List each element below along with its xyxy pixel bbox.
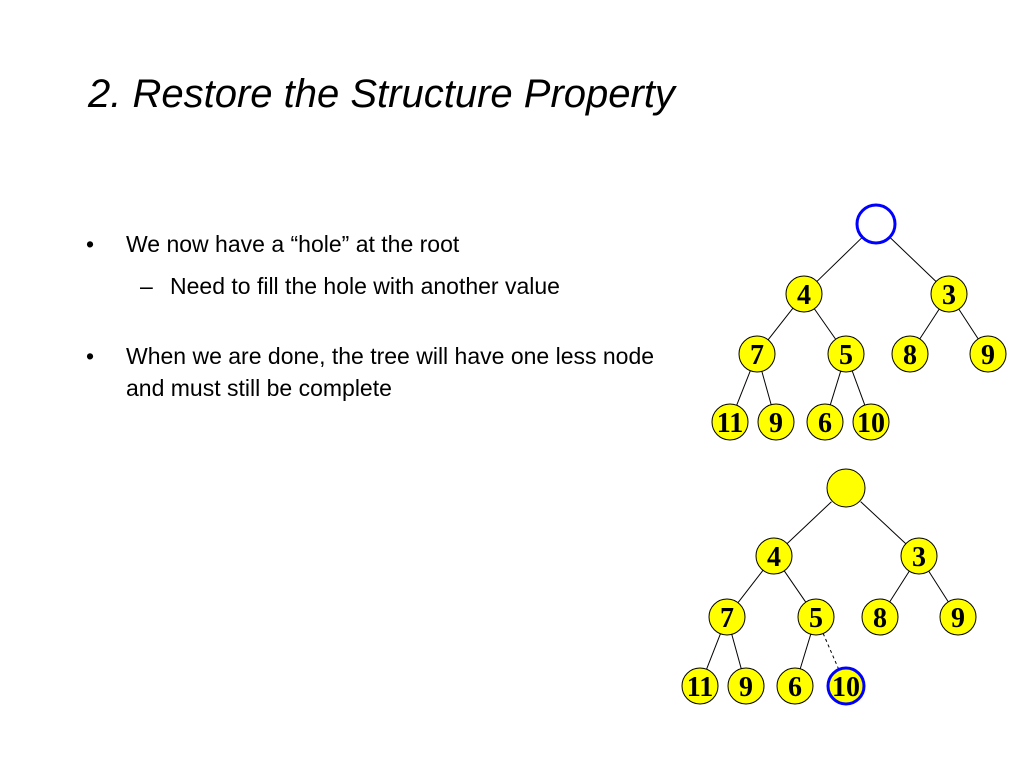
tree-edge: [737, 569, 764, 604]
tree-node: [891, 335, 929, 373]
tree-edge: [786, 501, 832, 545]
tree-node: [797, 598, 835, 636]
root-hole-node: [855, 203, 897, 245]
tree-node: [738, 335, 776, 373]
node-label: 4: [797, 280, 811, 311]
tree-after: 4 3 7 5 8 9 11 9 6 10: [681, 468, 977, 706]
tree-edge: [736, 370, 751, 406]
root-node: [826, 468, 866, 508]
highlighted-tree-node: [826, 666, 866, 706]
node-label: 10: [857, 408, 885, 439]
tree-edge: [889, 570, 910, 603]
node-label: 5: [809, 603, 823, 634]
node-label: 3: [942, 280, 956, 311]
slide-title: 2. Restore the Structure Property: [88, 72, 675, 116]
tree-edge: [799, 634, 812, 669]
bullet-item: • We now have a “hole” at the root: [86, 228, 656, 260]
node-label: 9: [951, 603, 965, 634]
tree-edge: [928, 570, 949, 603]
node-label: 6: [788, 672, 802, 703]
node-label: 4: [767, 542, 781, 573]
tree-edge: [860, 501, 907, 545]
dash-mark: –: [140, 273, 153, 299]
tree-edge: [706, 633, 721, 670]
tree-edge: [783, 570, 807, 603]
bullet-mark: •: [86, 343, 95, 369]
sub-bullet-item: – Need to fill the hole with another val…: [86, 270, 590, 302]
node-label: 9: [981, 340, 995, 371]
node-label: 9: [769, 408, 783, 439]
tree-node: [939, 598, 977, 636]
tree-edge: [822, 633, 840, 670]
bullet-mark: •: [86, 231, 95, 257]
node-label: 10: [832, 672, 860, 703]
node-label: 9: [739, 672, 753, 703]
tree-edge: [761, 371, 772, 405]
tree-node: [806, 403, 844, 441]
tree-node: [861, 598, 899, 636]
tree-edge: [890, 237, 937, 282]
tree-edge: [816, 237, 863, 282]
tree-node: [930, 275, 968, 313]
sub-bullet-text: Need to fill the hole with another value: [170, 273, 560, 299]
tree-node: [681, 667, 719, 705]
tree-node: [969, 335, 1007, 373]
tree-node: [727, 667, 765, 705]
node-label: 3: [912, 542, 926, 573]
node-label: 7: [720, 603, 734, 634]
node-label: 11: [687, 672, 713, 703]
tree-before: 4 3 7 5 8 9 11 9 6 10: [711, 203, 1007, 441]
node-label: 11: [717, 408, 743, 439]
node-label: 8: [873, 603, 887, 634]
tree-edge: [958, 308, 979, 340]
tree-node: [827, 335, 865, 373]
tree-node: [776, 667, 814, 705]
bullet-list: • We now have a “hole” at the root – Nee…: [86, 228, 656, 404]
node-label: 8: [903, 340, 917, 371]
tree-node: [711, 403, 749, 441]
tree-node: [755, 537, 793, 575]
node-label: 6: [818, 408, 832, 439]
tree-node: [785, 275, 823, 313]
tree-edge: [767, 307, 794, 341]
tree-node: [708, 598, 746, 636]
tree-edge: [813, 308, 837, 340]
node-label: 5: [839, 340, 853, 371]
tree-edge: [919, 308, 940, 340]
tree-edge: [731, 634, 742, 669]
tree-node: [757, 403, 795, 441]
bullet-text: We now have a “hole” at the root: [126, 231, 460, 257]
bullet-item: • When we are done, the tree will have o…: [86, 340, 656, 404]
tree-node: [900, 537, 938, 575]
tree-edge: [829, 371, 842, 405]
node-label: 7: [750, 340, 764, 371]
tree-node: [852, 403, 890, 441]
bullet-text: When we are done, the tree will have one…: [126, 343, 655, 401]
tree-edge: [851, 370, 866, 406]
